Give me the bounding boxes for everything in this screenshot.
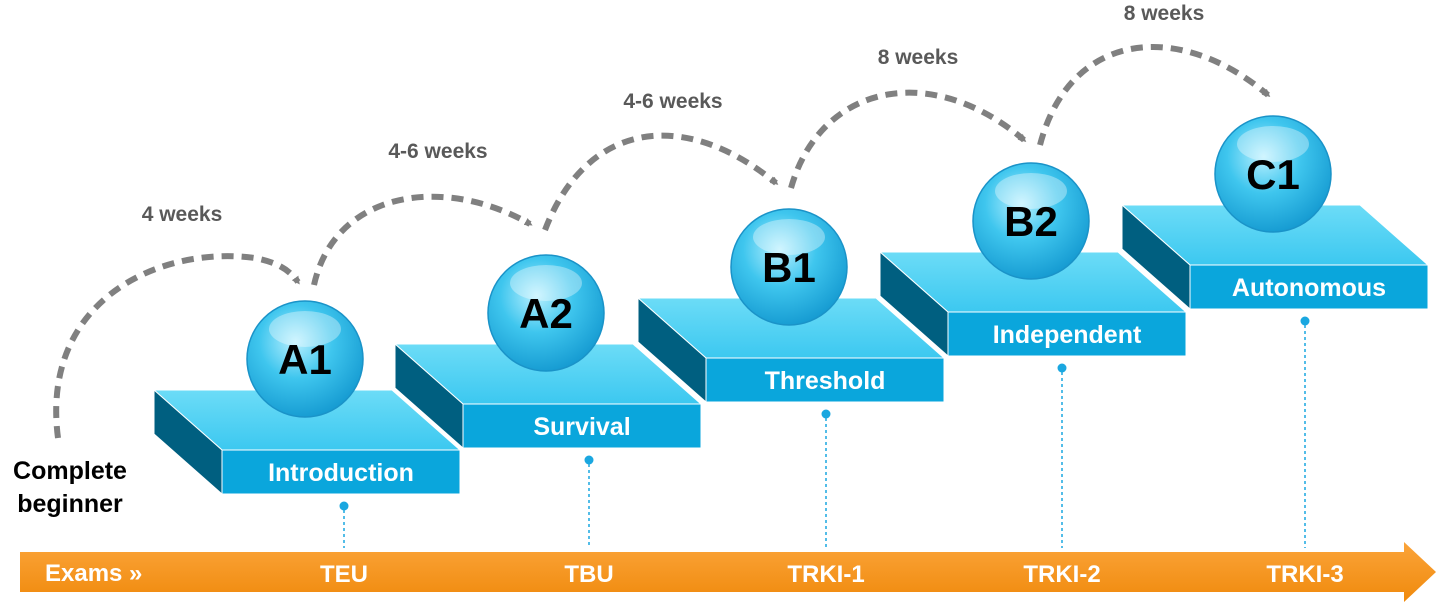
duration-arrows: 4 weeks 4-6 weeks 4-6 weeks 8 weeks 8 weeks — [53, 2, 1271, 439]
step-front-face — [221, 449, 461, 495]
duration-label: 4-6 weeks — [623, 90, 722, 113]
dashed-arc — [1037, 43, 1271, 146]
duration-arrow: 8 weeks — [788, 46, 1027, 189]
duration-label: 4-6 weeks — [388, 140, 487, 163]
level-ball — [246, 300, 364, 418]
level-ball — [972, 162, 1090, 280]
level-steps: IntroductionA1SurvivalA2ThresholdB1Indep… — [152, 115, 1430, 496]
exam-leader — [584, 455, 594, 548]
exam-leader — [339, 501, 349, 548]
level-ball — [487, 254, 605, 372]
dashed-arc — [311, 193, 533, 286]
complete-beginner-label: Complete beginner — [0, 455, 140, 521]
level-name: Introduction — [268, 459, 414, 487]
level-code: B2 — [1004, 198, 1058, 245]
step-front-face — [1189, 264, 1429, 310]
step-front-face — [462, 403, 702, 449]
ball-highlight — [510, 265, 582, 301]
exam-label: TEU — [320, 561, 368, 588]
level-code: C1 — [1246, 151, 1300, 198]
exam-leader — [1057, 363, 1067, 548]
ball-highlight — [995, 173, 1067, 209]
ball-highlight — [269, 311, 341, 347]
exam-label: TRKI-2 — [1023, 561, 1100, 588]
start-label-line-2: beginner — [17, 490, 123, 518]
ball-highlight — [1237, 126, 1309, 162]
level-name: Survival — [533, 413, 630, 441]
duration-arrow: 4 weeks — [53, 203, 301, 439]
duration-arrow: 4-6 weeks — [311, 140, 533, 286]
level-step-a1: Introduction A1 — [152, 300, 462, 496]
level-step-a2: Survival A2 — [393, 254, 703, 450]
level-name: Independent — [993, 321, 1142, 349]
step-front-face — [947, 311, 1187, 357]
exam-label: TRKI-1 — [787, 561, 864, 588]
ball-highlight — [753, 219, 825, 255]
exams-arrow-bar: Exams » — [20, 542, 1436, 602]
level-code: A2 — [519, 290, 573, 337]
level-ball — [1214, 115, 1332, 233]
dashed-arc — [542, 132, 779, 232]
exam-labels: TEU TBU TRKI-1 TRKI-2 TRKI-3 — [320, 316, 1344, 588]
start-label-line-1: Complete — [13, 457, 127, 485]
dashed-arc — [788, 89, 1027, 189]
exam-leader — [821, 409, 831, 548]
duration-arrow: 4-6 weeks — [542, 90, 779, 232]
duration-arrow: 8 weeks — [1037, 2, 1271, 146]
level-code: A1 — [278, 336, 332, 383]
exam-label: TBU — [564, 561, 613, 588]
exam-leader — [1300, 316, 1310, 548]
duration-label: 8 weeks — [878, 46, 959, 69]
duration-label: 8 weeks — [1124, 2, 1205, 25]
level-step-c1: Autonomous C1 — [1120, 115, 1430, 311]
level-ball — [730, 208, 848, 326]
exam-label: TRKI-3 — [1266, 561, 1343, 588]
level-step-b2: Independent B2 — [878, 162, 1188, 358]
level-name: Threshold — [765, 367, 886, 395]
level-step-b1: Threshold B1 — [636, 208, 946, 404]
duration-label: 4 weeks — [142, 203, 223, 226]
level-code: B1 — [762, 244, 816, 291]
exams-label: Exams » — [45, 560, 142, 587]
step-front-face — [705, 357, 945, 403]
level-name: Autonomous — [1232, 274, 1386, 302]
